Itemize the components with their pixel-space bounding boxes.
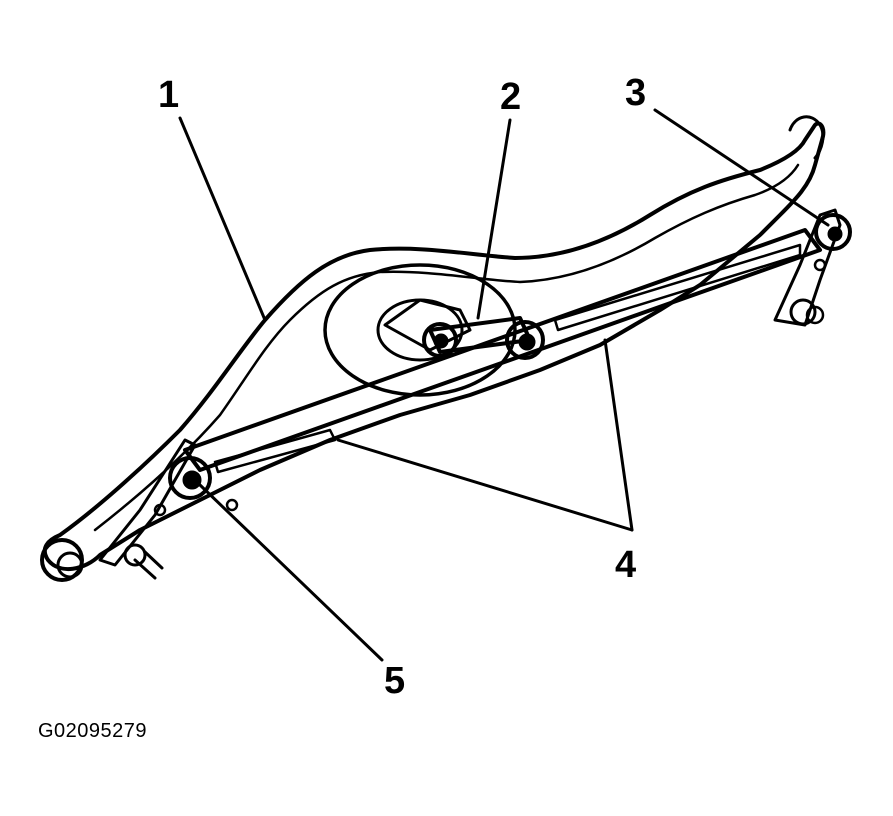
right-mount-bracket <box>773 208 842 327</box>
drive-link-slot-right <box>553 243 802 332</box>
right-hole <box>813 258 827 272</box>
motor-housing <box>323 263 517 397</box>
ball-socket-center <box>505 320 545 360</box>
callout-3: 3 <box>625 72 647 114</box>
drive-link-slot <box>213 428 337 474</box>
leader-line-2 <box>476 118 512 320</box>
left-pivot-inner <box>56 551 84 579</box>
motor-crank-arm <box>383 298 472 352</box>
ball-socket-left <box>168 456 212 500</box>
leader-line-1 <box>178 116 267 322</box>
left-stud <box>133 550 164 580</box>
ball-socket-right-core <box>827 226 843 242</box>
right-mount-tab <box>788 115 825 160</box>
right-pivot-bolt-inner <box>805 305 825 325</box>
frame-outline <box>42 121 826 572</box>
leader-line-4b <box>603 338 634 532</box>
callout-4: 4 <box>615 544 637 586</box>
ball-socket-center-core <box>518 333 536 351</box>
figure-id: G02095279 <box>38 720 148 742</box>
leader-line-5 <box>198 483 384 662</box>
leader-line-3 <box>653 108 830 227</box>
callout-5: 5 <box>384 660 406 702</box>
frame-inner-contour <box>93 163 800 532</box>
left-hole <box>153 503 167 517</box>
ball-socket-motor-core <box>433 333 449 349</box>
drive-link-rod <box>183 228 822 472</box>
leader-line-4a <box>336 438 634 532</box>
ball-socket-left-core <box>182 470 202 490</box>
ball-socket-right <box>814 213 852 251</box>
left-mount-bolt <box>123 543 147 567</box>
callout-1: 1 <box>158 74 180 116</box>
center-hole <box>225 498 239 512</box>
callout-2: 2 <box>500 76 522 118</box>
right-pivot-bolt <box>789 298 817 326</box>
ball-socket-motor <box>422 322 458 358</box>
